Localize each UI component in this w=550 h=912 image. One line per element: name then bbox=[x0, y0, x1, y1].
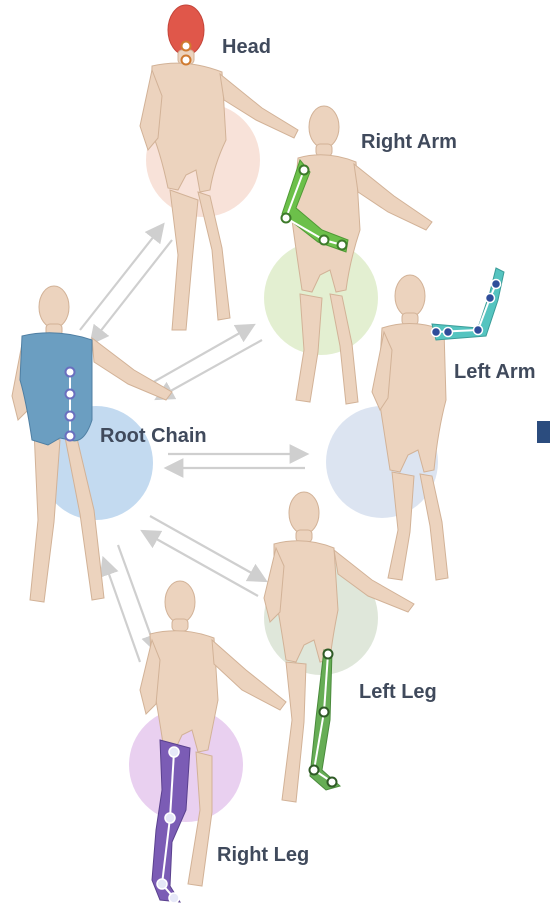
right-leg-joint bbox=[165, 813, 175, 823]
arrow bbox=[92, 240, 172, 342]
label-root-chain: Root Chain bbox=[100, 425, 207, 448]
head-joint bbox=[182, 56, 191, 65]
right-arm-joint bbox=[320, 236, 329, 245]
root-joint bbox=[66, 390, 75, 399]
left-leg-joint bbox=[320, 708, 329, 717]
arrow bbox=[144, 532, 258, 596]
arrow bbox=[104, 560, 140, 662]
label-right-arm: Right Arm bbox=[361, 131, 457, 154]
right-arm-joint bbox=[338, 241, 347, 250]
label-left-arm: Left Arm bbox=[454, 361, 535, 384]
arrow bbox=[150, 516, 264, 580]
label-right-leg: Right Leg bbox=[217, 844, 309, 867]
right-arm-joint bbox=[300, 166, 309, 175]
left-leg-joint bbox=[328, 778, 337, 787]
left-leg-joint bbox=[310, 766, 319, 775]
figure-left-arm-chain bbox=[372, 268, 504, 580]
right-leg-joint bbox=[169, 893, 179, 903]
root-joint bbox=[66, 412, 75, 421]
left-arm-joint bbox=[486, 294, 495, 303]
label-left-leg: Left Leg bbox=[359, 681, 437, 704]
edge-marker bbox=[537, 421, 550, 443]
left-arm-joint bbox=[444, 328, 453, 337]
left-arm-joint bbox=[432, 328, 441, 337]
arrow bbox=[80, 226, 162, 330]
right-leg-joint bbox=[169, 747, 179, 757]
right-leg-joint bbox=[157, 879, 167, 889]
left-arm-joint bbox=[492, 280, 501, 289]
root-joint bbox=[66, 368, 75, 377]
head-joint bbox=[182, 42, 191, 51]
right-arm-joint bbox=[282, 214, 291, 223]
root-joint bbox=[66, 432, 75, 441]
left-leg-joint bbox=[324, 650, 333, 659]
left-arm-joint bbox=[474, 326, 483, 335]
label-head: Head bbox=[222, 36, 271, 59]
